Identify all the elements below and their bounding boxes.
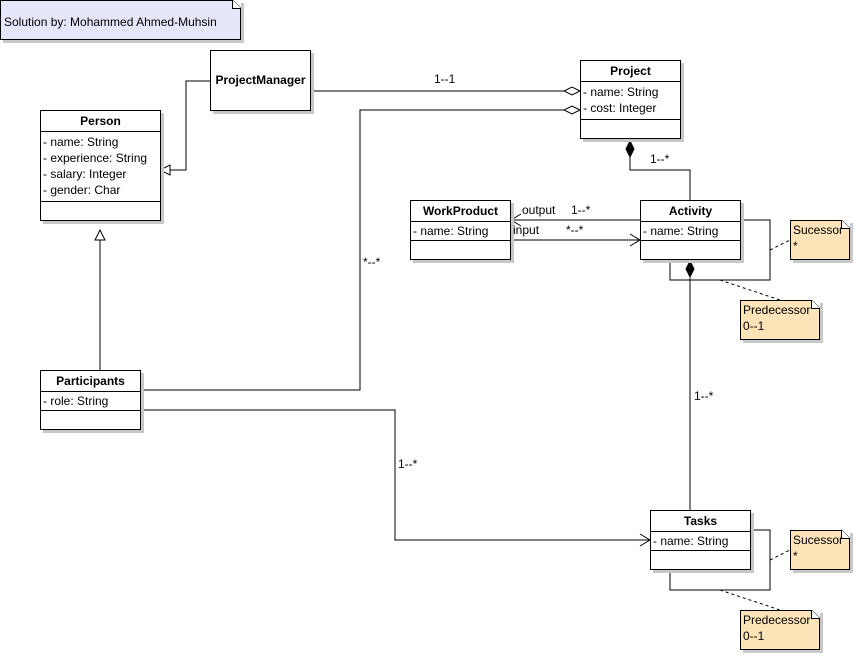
note-fold-icon	[841, 220, 850, 229]
note-tasks-successor: Sucessor *	[790, 530, 850, 570]
generalization-arrowhead	[158, 164, 171, 176]
multiplicity-project-activity: 1--*	[650, 152, 670, 166]
note-activity-predecessor: Predecessor 0--1	[740, 300, 820, 340]
class-work-product[interactable]: WorkProduct - name: String	[410, 200, 511, 260]
note-fold-icon	[811, 610, 820, 619]
operations-compartment	[411, 241, 510, 259]
output-label: output	[522, 203, 556, 217]
note-line: Sucessor	[793, 223, 844, 237]
input-label: input	[513, 223, 540, 237]
note-fold-icon	[811, 300, 820, 309]
credit-note: Solution by: Mohammed Ahmed-Muhsin	[0, 0, 241, 40]
attribute: - name: String	[653, 534, 729, 548]
class-participants[interactable]: Participants - role: String	[40, 370, 141, 430]
composition-diamond	[685, 259, 695, 279]
class-project[interactable]: Project - name: String - cost: Integer	[580, 60, 681, 139]
note-line: Predecessor	[743, 303, 811, 317]
operations-compartment	[41, 202, 160, 220]
attribute: - experience: String	[43, 151, 148, 165]
note-line: Predecessor	[743, 613, 811, 627]
class-project-manager[interactable]: ProjectManager	[210, 50, 311, 111]
class-name: Tasks	[651, 511, 750, 532]
class-activity[interactable]: Activity - name: String	[640, 200, 741, 260]
class-name: Activity	[641, 201, 740, 222]
note-link	[719, 589, 781, 611]
note-line: Sucessor	[793, 533, 844, 547]
multiplicity-activity-tasks: 1--*	[694, 389, 714, 403]
note-link	[769, 239, 791, 251]
note-link	[769, 549, 791, 561]
class-name: Project	[581, 61, 680, 82]
activity-self-association	[669, 219, 771, 281]
attribute: - gender: Char	[43, 183, 121, 197]
class-tasks[interactable]: Tasks - name: String	[650, 510, 751, 570]
note-fold-icon	[841, 530, 850, 539]
multiplicity-participants-project: *--*	[363, 255, 381, 269]
attribute: - cost: Integer	[583, 101, 657, 115]
class-name: Participants	[41, 371, 140, 392]
aggregation-diamond	[562, 105, 582, 115]
class-name: WorkProduct	[411, 201, 510, 222]
attribute: - name: String	[43, 135, 119, 149]
attribute: - role: String	[43, 394, 109, 408]
attribute: - name: String	[413, 224, 489, 238]
tasks-self-association	[669, 529, 771, 591]
generalization-pm-person	[170, 80, 210, 171]
association-participants-tasks	[141, 409, 650, 541]
attribute: - salary: Integer	[43, 167, 127, 181]
note-line: 0--1	[743, 319, 765, 333]
class-name: ProjectManager	[215, 73, 306, 87]
note-activity-successor: Sucessor *	[790, 220, 850, 260]
credit-note-text: Solution by: Mohammed Ahmed-Muhsin	[4, 15, 217, 29]
attribute: - name: String	[643, 224, 719, 238]
output-multiplicity: 1--*	[571, 203, 591, 217]
note-line: 0--1	[743, 629, 765, 643]
operations-compartment	[651, 551, 750, 569]
generalization-arrowhead	[94, 228, 106, 241]
note-line: *	[793, 239, 798, 253]
multiplicity-pm-project: 1--1	[434, 72, 456, 86]
note-fold-icon	[232, 0, 241, 9]
aggregation-diamond	[562, 86, 582, 96]
multiplicity-participants-tasks: 1--*	[398, 457, 418, 471]
note-tasks-predecessor: Predecessor 0--1	[740, 610, 820, 650]
output-arrowhead	[510, 213, 522, 227]
input-multiplicity: *--*	[566, 223, 584, 237]
operations-compartment	[641, 241, 740, 259]
composition-project-activity	[629, 157, 691, 200]
class-name: Person	[41, 111, 160, 132]
note-link	[719, 279, 781, 301]
composition-diamond	[625, 139, 635, 159]
class-person[interactable]: Person - name: String - experience: Stri…	[40, 110, 161, 221]
attribute: - name: String	[583, 85, 659, 99]
operations-compartment	[41, 411, 140, 429]
aggregation-participants-project	[141, 109, 564, 391]
note-line: *	[793, 549, 798, 563]
operations-compartment	[581, 120, 680, 138]
